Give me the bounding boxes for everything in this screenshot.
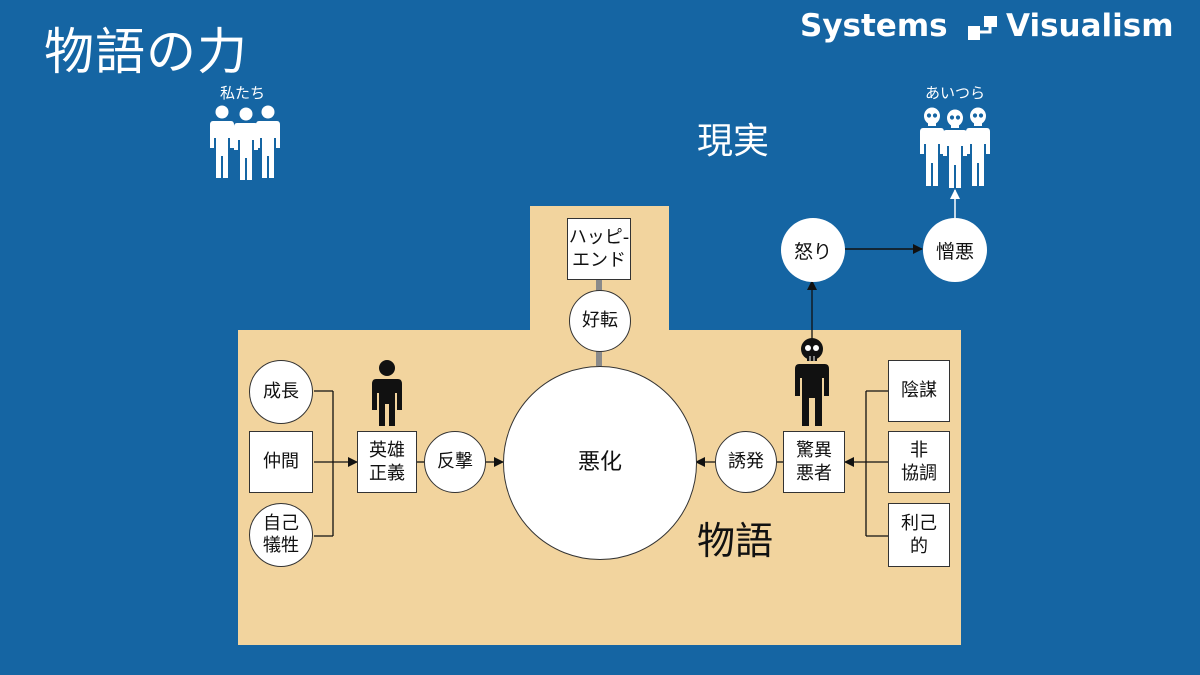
node-growth: 成長 — [249, 360, 313, 424]
node-happy-end: ハッピ-エンド — [567, 218, 631, 280]
brand-left: Systems — [800, 8, 948, 44]
node-noncoop: 非協調 — [888, 431, 950, 493]
node-counterattack: 反撃 — [424, 431, 486, 493]
logo-icon — [968, 16, 997, 40]
node-hatred: 憎悪 — [923, 218, 987, 282]
node-friends: 仲間 — [249, 431, 313, 493]
label-them: あいつら — [925, 84, 986, 102]
page-title: 物語の力 — [44, 23, 248, 81]
skull-people-icon — [920, 107, 990, 188]
node-turnaround: 好転 — [569, 290, 631, 352]
node-worsening: 悪化 — [503, 366, 697, 560]
right-bracket — [844, 390, 888, 537]
skull-person-icon — [795, 338, 829, 426]
node-selfish: 利己的 — [888, 503, 950, 567]
node-anger: 怒り — [781, 218, 845, 282]
left-bracket — [314, 390, 358, 537]
label-story: 物語 — [697, 519, 774, 563]
node-conspiracy: 陰謀 — [888, 360, 950, 422]
brand-right: Visualism — [1006, 8, 1174, 44]
brand-logo: Systems Visualism — [800, 8, 1192, 48]
node-provocation: 誘発 — [715, 431, 777, 493]
label-reality: 現実 — [697, 121, 770, 162]
node-hero: 英雄正義 — [357, 431, 417, 493]
person-icon — [372, 360, 402, 426]
people-icon — [210, 105, 280, 180]
label-us: 私たち — [220, 84, 266, 102]
node-villain: 驚異悪者 — [783, 431, 845, 493]
node-sacrifice: 自己犠牲 — [249, 503, 313, 567]
